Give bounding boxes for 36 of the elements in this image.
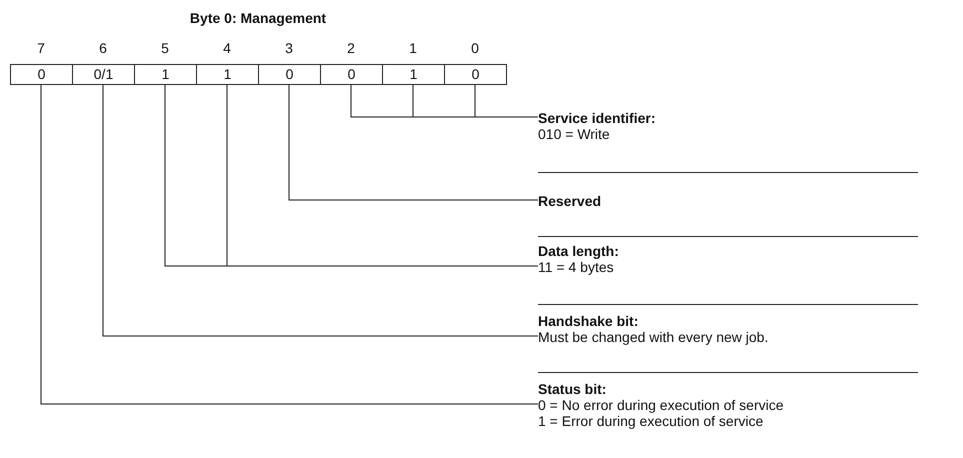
bit-value-cell: 1	[134, 64, 197, 85]
bit-number: 7	[36, 40, 46, 56]
leader-line	[40, 84, 538, 404]
field-description: 0 = No error during execution of service	[538, 397, 784, 413]
field-heading: Data length:	[538, 243, 619, 259]
description-block	[538, 304, 918, 345]
field-description: 1 = Error during execution of service	[538, 413, 764, 429]
bit-number: 5	[160, 40, 170, 56]
field-description: 11 = 4 bytes	[538, 259, 614, 275]
field-heading: Handshake bit:	[538, 313, 638, 329]
description-block	[538, 236, 918, 275]
bit-value-cell: 0	[320, 64, 383, 85]
bit-number: 4	[222, 40, 232, 56]
bit-number: 2	[346, 40, 356, 56]
diagram-title: Byte 0: Management	[188, 10, 328, 26]
description-block	[538, 172, 918, 209]
leader-line	[288, 84, 538, 200]
bit-value-cell: 1	[196, 64, 259, 85]
bit-number: 1	[408, 40, 418, 56]
bit-number: 6	[98, 40, 108, 56]
bit-value-cell: 0	[258, 64, 321, 85]
field-heading: Service identifier:	[538, 110, 656, 126]
leader-line	[102, 84, 538, 336]
field-description: 010 = Write	[538, 126, 610, 142]
leader-line	[226, 84, 538, 266]
bit-value-cell: 0/1	[72, 64, 135, 85]
field-description: Must be changed with every new job.	[538, 329, 768, 345]
bit-number: 3	[284, 40, 294, 56]
bit-value-cell: 1	[382, 64, 445, 85]
description-block	[538, 372, 918, 429]
bit-value-cell: 0	[10, 64, 73, 85]
bit-number: 0	[470, 40, 480, 56]
leader-line	[474, 84, 538, 118]
field-heading: Reserved	[538, 193, 602, 209]
field-heading: Status bit:	[538, 381, 606, 397]
bit-value-cell: 0	[444, 64, 507, 85]
